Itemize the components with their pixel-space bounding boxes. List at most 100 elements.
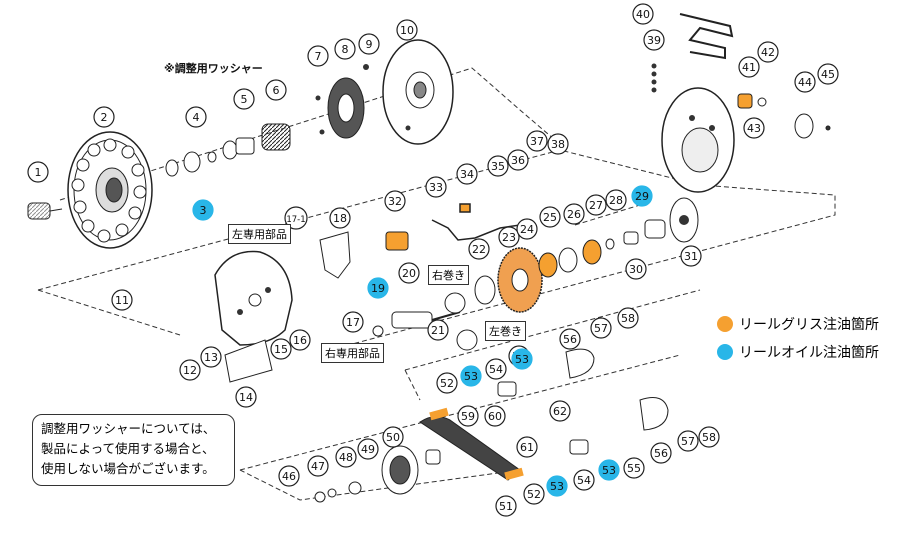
callout-circle bbox=[585, 194, 607, 216]
callout-number: 52 bbox=[440, 377, 454, 390]
callout-10: 10 bbox=[396, 19, 418, 41]
callout-number: 40 bbox=[636, 8, 650, 21]
callout-number: 14 bbox=[239, 391, 253, 404]
callout-circle bbox=[487, 155, 509, 177]
callout-number: 58 bbox=[702, 431, 716, 444]
callout-circle bbox=[284, 206, 308, 230]
callout-53: 53 bbox=[546, 475, 568, 497]
callout-22: 22 bbox=[468, 238, 490, 260]
callout-number: 16 bbox=[293, 334, 307, 347]
info-box: 調整用ワッシャーについては、 製品によって使用する場合と、 使用しない場合がござ… bbox=[32, 414, 235, 486]
callout-number: 4 bbox=[193, 111, 200, 124]
callout-57: 57 bbox=[677, 430, 699, 452]
callout-number: 21 bbox=[431, 324, 445, 337]
legend-oil-text: リールオイル注油箇所 bbox=[739, 345, 879, 361]
callout-number: 24 bbox=[520, 223, 534, 236]
right-only-label: 右専用部品 bbox=[321, 343, 384, 363]
callout-number: 53 bbox=[602, 464, 616, 477]
part-33-34 bbox=[431, 203, 521, 241]
callout-circle bbox=[598, 459, 620, 481]
callout-number: 53 bbox=[550, 480, 564, 493]
callout-number: 57 bbox=[594, 322, 608, 335]
callout-circle bbox=[396, 19, 418, 41]
callout-41: 41 bbox=[738, 56, 760, 78]
callout-17-1: 17-1 bbox=[284, 206, 308, 230]
callout-circle bbox=[307, 455, 329, 477]
callout-60: 60 bbox=[484, 405, 506, 427]
callout-number: 54 bbox=[577, 474, 591, 487]
callout-circle bbox=[335, 446, 357, 468]
callout-number: 7 bbox=[315, 50, 322, 63]
callout-number: 15 bbox=[274, 343, 288, 356]
callout-56: 56 bbox=[559, 328, 581, 350]
callout-circle bbox=[485, 358, 507, 380]
part-41-42 bbox=[737, 93, 767, 109]
callout-28: 28 bbox=[605, 189, 627, 211]
callout-36: 36 bbox=[507, 149, 529, 171]
callout-circle bbox=[680, 245, 702, 267]
callout-27: 27 bbox=[585, 194, 607, 216]
callout-number: 9 bbox=[366, 38, 373, 51]
callout-number: 43 bbox=[747, 122, 761, 135]
part-18 bbox=[319, 231, 351, 279]
callout-circle bbox=[650, 442, 672, 464]
callout-30: 30 bbox=[625, 258, 647, 280]
callout-8: 8 bbox=[334, 38, 356, 60]
callout-58: 58 bbox=[698, 426, 720, 448]
callout-circle bbox=[278, 465, 300, 487]
callout-circle bbox=[270, 338, 292, 360]
callout-52: 52 bbox=[436, 372, 458, 394]
callout-5: 5 bbox=[233, 88, 255, 110]
callout-number: 31 bbox=[684, 250, 698, 263]
callout-50: 50 bbox=[382, 426, 404, 448]
part-main-gear bbox=[497, 247, 543, 313]
callout-circle bbox=[549, 400, 571, 422]
info-line-3: 使用しない場合がございます。 bbox=[41, 461, 215, 476]
callout-number: 22 bbox=[472, 243, 486, 256]
callout-circle bbox=[507, 149, 529, 171]
callout-circle bbox=[111, 289, 133, 311]
callout-number: 58 bbox=[621, 312, 635, 325]
callout-number: 10 bbox=[400, 24, 414, 37]
callout-number: 53 bbox=[464, 370, 478, 383]
callout-29: 29 bbox=[631, 185, 653, 207]
callout-circle bbox=[484, 405, 506, 427]
callout-number: 17 bbox=[346, 316, 360, 329]
part-40 bbox=[679, 13, 734, 60]
part-54-55 bbox=[497, 381, 589, 455]
callout-53: 53 bbox=[511, 348, 533, 370]
callout-number: 49 bbox=[361, 443, 375, 456]
part-knob bbox=[27, 202, 63, 220]
callout-number: 39 bbox=[647, 34, 661, 47]
part-25-28 bbox=[538, 219, 666, 278]
callout-number: 2 bbox=[101, 111, 108, 124]
legend-grease-text: リールグリス注油箇所 bbox=[739, 317, 879, 333]
callout-circle bbox=[329, 207, 351, 229]
part-side-cover-10 bbox=[382, 39, 454, 145]
callout-circle bbox=[547, 133, 569, 155]
callout-number: 52 bbox=[527, 488, 541, 501]
callout-circle bbox=[357, 438, 379, 460]
callout-circle bbox=[457, 405, 479, 427]
callout-circle bbox=[526, 130, 548, 152]
callout-39: 39 bbox=[643, 29, 665, 51]
callout-number: 23 bbox=[502, 231, 516, 244]
callout-circle bbox=[382, 426, 404, 448]
callout-circle bbox=[625, 258, 647, 280]
callout-circle bbox=[289, 329, 311, 351]
callout-number: 42 bbox=[761, 46, 775, 59]
callout-7: 7 bbox=[307, 45, 329, 67]
callout-47: 47 bbox=[307, 455, 329, 477]
callout-number: 48 bbox=[339, 451, 353, 464]
callout-circle bbox=[738, 56, 760, 78]
callout-62: 62 bbox=[549, 400, 571, 422]
callout-4: 4 bbox=[185, 106, 207, 128]
callout-35: 35 bbox=[487, 155, 509, 177]
callout-number: 17-1 bbox=[286, 215, 305, 225]
callout-54: 54 bbox=[485, 358, 507, 380]
part-handle-arm bbox=[419, 407, 524, 481]
callout-3: 3 bbox=[192, 199, 214, 221]
callout-number: 13 bbox=[204, 351, 218, 364]
callout-number: 59 bbox=[461, 410, 475, 423]
callout-17: 17 bbox=[342, 311, 364, 333]
